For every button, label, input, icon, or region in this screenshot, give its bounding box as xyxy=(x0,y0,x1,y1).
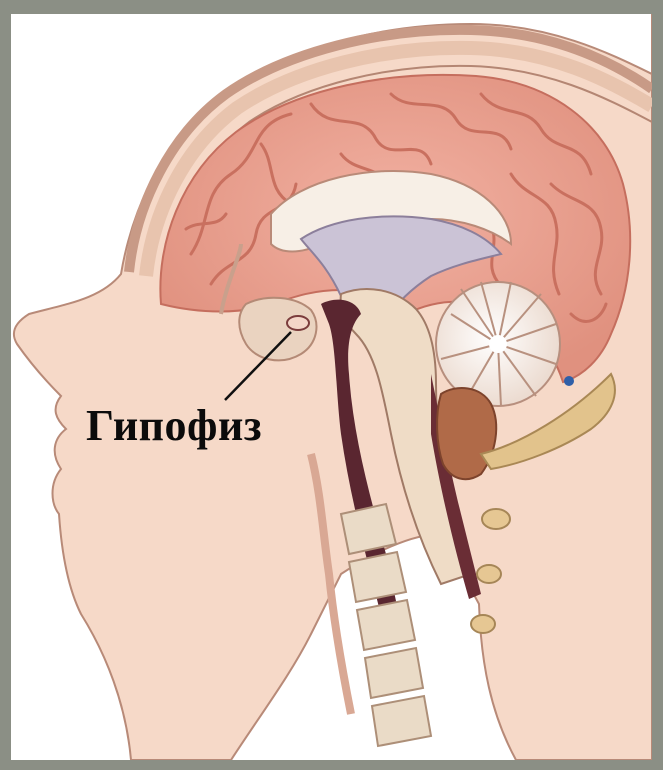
pons xyxy=(437,388,496,479)
pituitary-gland xyxy=(287,316,309,330)
pituitary-label: Гипофиз xyxy=(86,404,262,448)
head-sagittal-illustration xyxy=(11,14,652,760)
venous-sinus xyxy=(564,376,574,386)
cervical-vertebrae xyxy=(341,504,431,746)
cerebellum xyxy=(436,282,560,406)
